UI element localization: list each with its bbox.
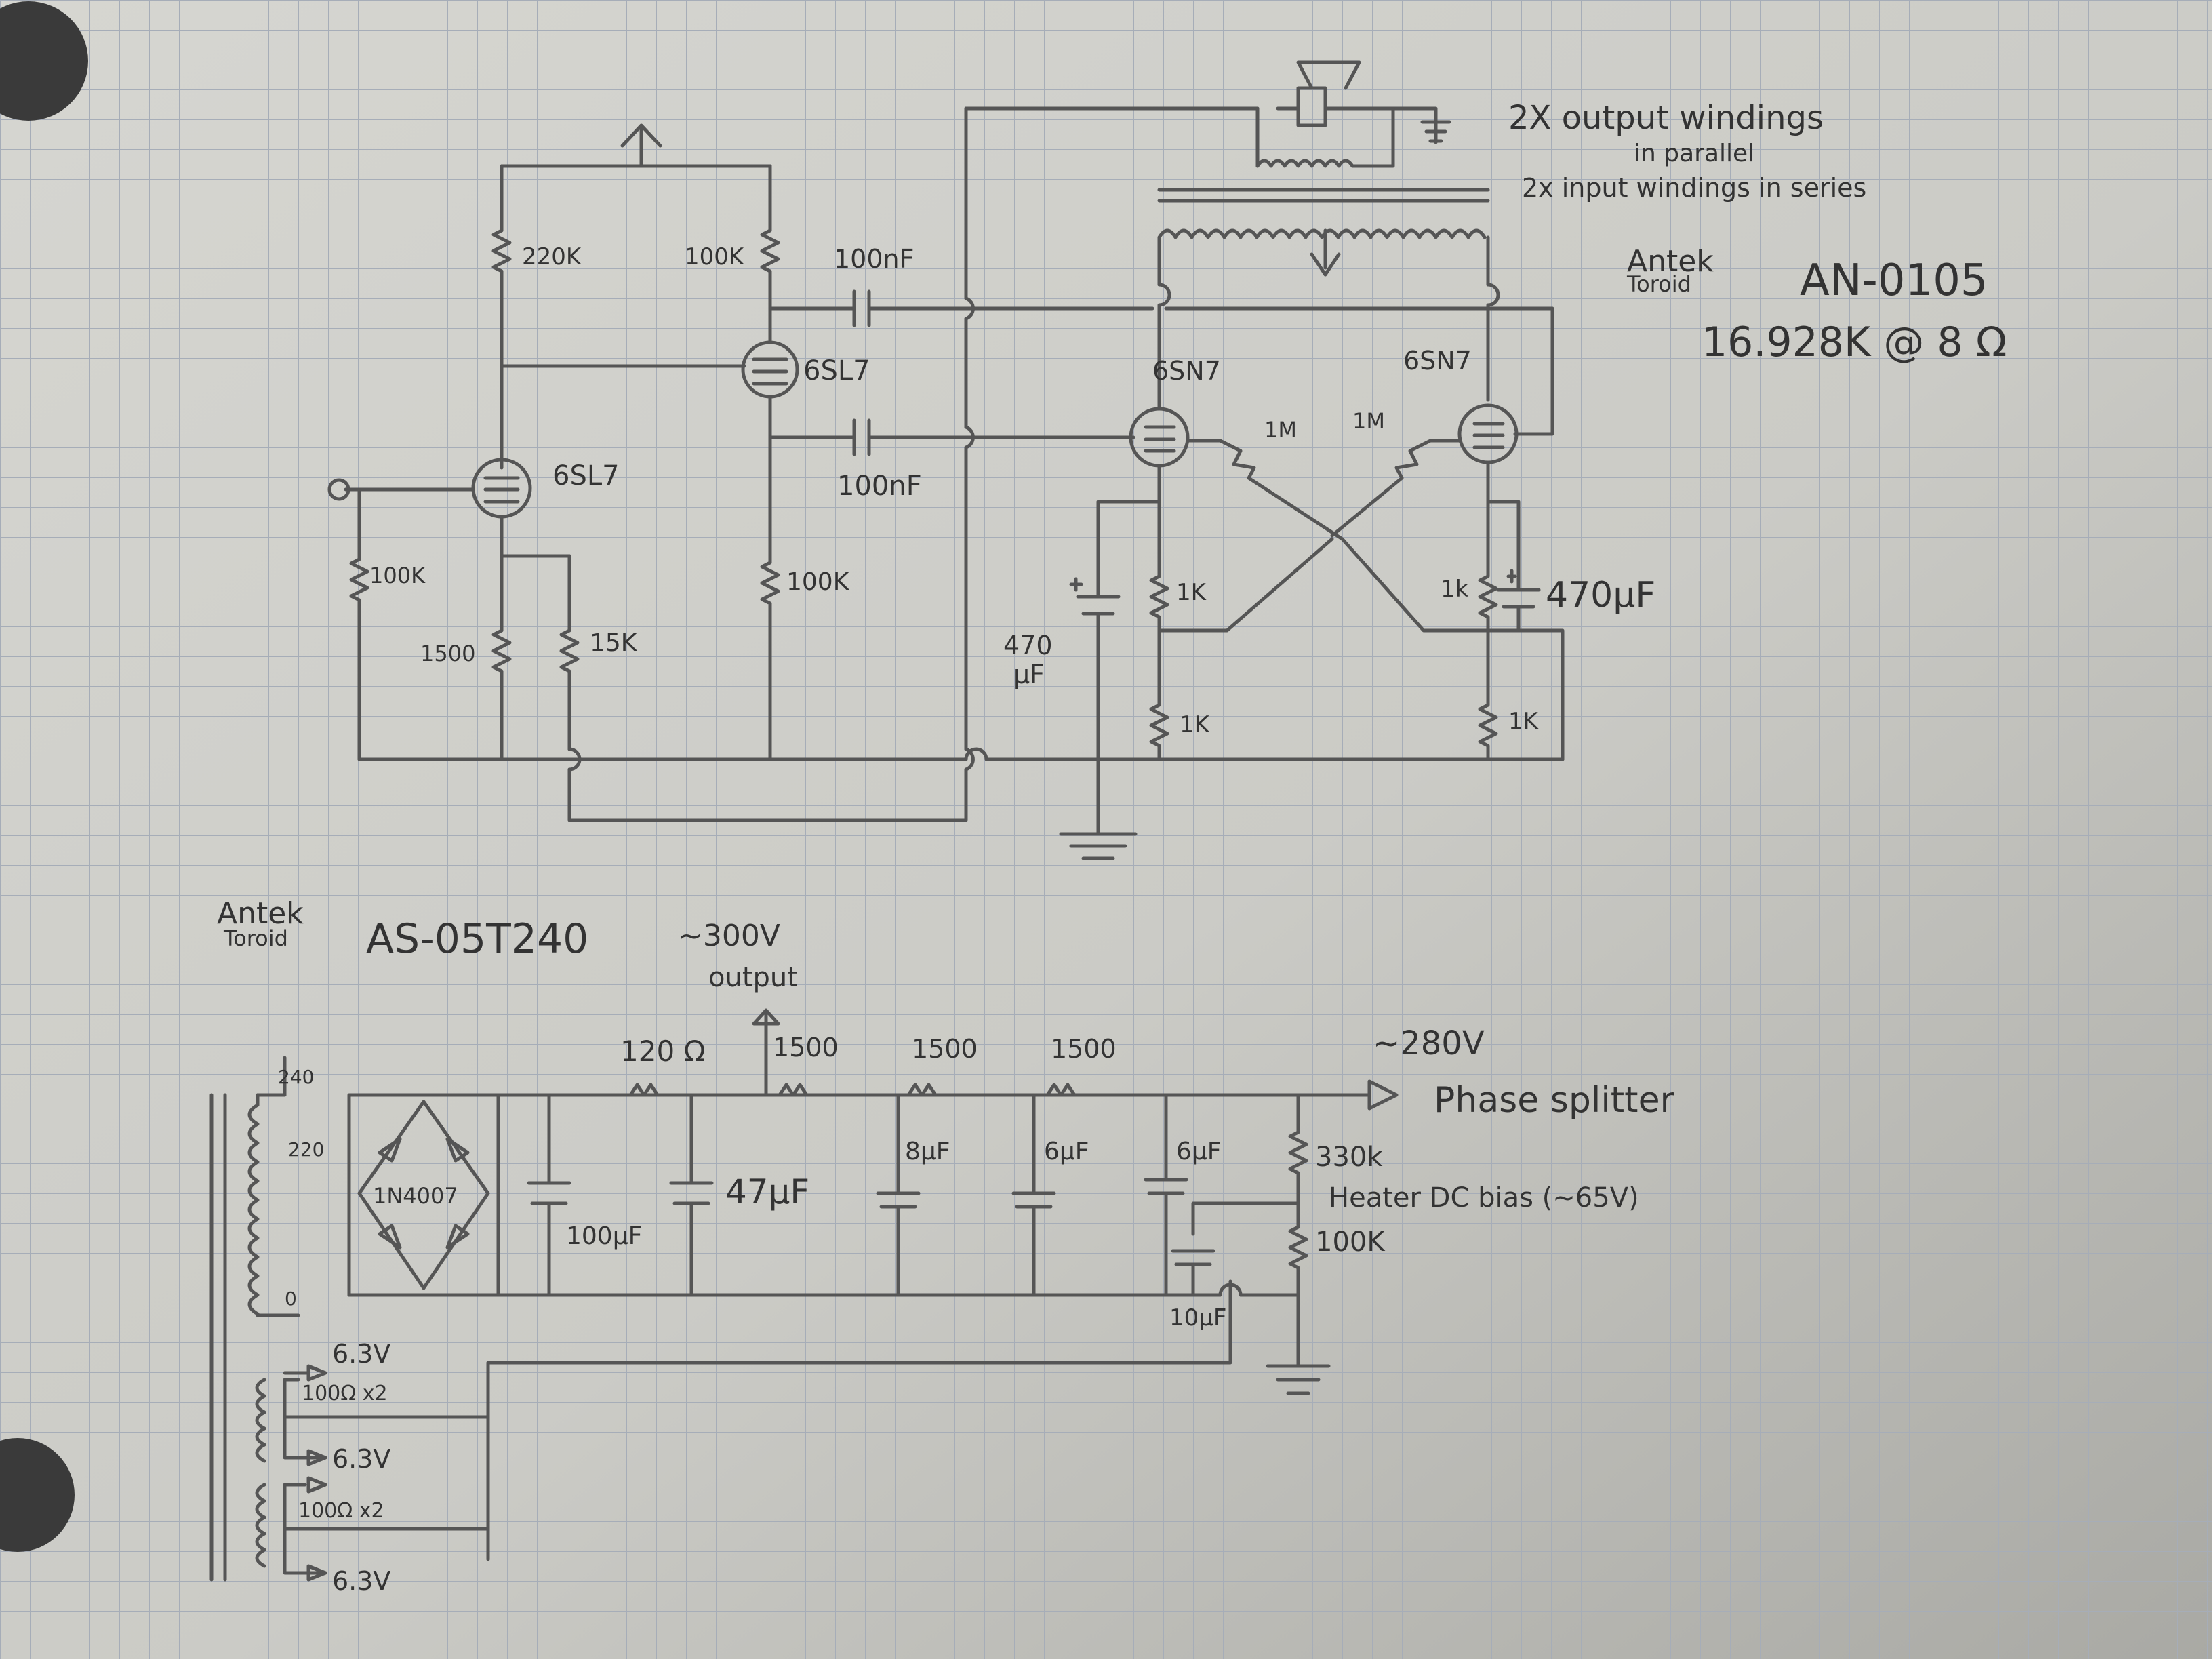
- pt-model: AS-05T240: [366, 915, 588, 963]
- label-c-470uf-a-1: 470: [1003, 631, 1053, 660]
- label-v-300: ~300V: [678, 919, 780, 953]
- diode-bridge-icon: [378, 1137, 470, 1250]
- label-r-15k: 15K: [590, 629, 638, 657]
- label-output-windings-parallel: in parallel: [1634, 140, 1754, 167]
- label-r-1m-a: 1M: [1264, 417, 1297, 443]
- label-c-10uf: 10µF: [1169, 1304, 1226, 1332]
- label-c-6uf-a: 6µF: [1044, 1138, 1089, 1165]
- supply-arrow-icon: [620, 123, 662, 168]
- label-r-1k-a: 1K: [1176, 579, 1207, 606]
- label-r-100k-d: 100K: [1315, 1226, 1386, 1258]
- label-c-100nf-b: 100nF: [837, 471, 922, 502]
- ot-brand-bottom: Toroid: [1626, 271, 1691, 297]
- label-v-63-b: 6.3V: [332, 1444, 390, 1474]
- label-input-windings: 2x input windings in series: [1522, 173, 1866, 203]
- pt-brand-top: Antek: [217, 896, 304, 931]
- label-r-100k-b: 100K: [369, 563, 426, 588]
- label-r-330k: 330k: [1315, 1142, 1383, 1173]
- label-r-1500-a: 1500: [420, 641, 475, 666]
- label-c-8uf: 8µF: [905, 1138, 950, 1165]
- label-tube-6sn7-a: 6SN7: [1152, 356, 1221, 386]
- ot-brand-top: Antek: [1627, 244, 1714, 279]
- label-tap-0: 0: [285, 1287, 297, 1310]
- label-v-300-output: output: [708, 962, 798, 993]
- label-r-1500-c: 1500: [912, 1034, 978, 1064]
- label-output-windings: 2X output windings: [1508, 99, 1824, 137]
- label-r-1k-c: 1K: [1180, 711, 1211, 738]
- label-r-220k: 220K: [522, 243, 582, 271]
- label-r-120: 120 Ω: [620, 1035, 706, 1068]
- pt-brand-bottom: Toroid: [223, 925, 288, 951]
- label-v-63-c: 6.3V: [332, 1566, 390, 1596]
- label-r-1500-b: 1500: [773, 1033, 839, 1062]
- ot-ratio: 16.928K @ 8 Ω: [1702, 319, 2007, 366]
- label-r-100k-c: 100K: [786, 568, 850, 596]
- amplifier-circuit: [327, 60, 1565, 860]
- label-c-470uf-a-2: µF: [1013, 660, 1045, 689]
- label-phase-splitter: Phase splitter: [1434, 1080, 1675, 1121]
- label-c-6uf-b: 6µF: [1176, 1138, 1222, 1165]
- label-c-100nf-a: 100nF: [834, 244, 914, 274]
- label-r-1k-b: 1k: [1441, 576, 1469, 603]
- label-r-100k-a: 100K: [685, 243, 745, 271]
- label-tube-6sl7-a: 6SL7: [552, 460, 620, 492]
- speaker-icon: [1276, 60, 1395, 127]
- ot-model: AN-0105: [1800, 256, 1988, 306]
- heater-arrow-icon: [306, 1364, 327, 1582]
- label-r-100x2-a: 100Ω x2: [302, 1382, 388, 1405]
- label-diode: 1N4007: [373, 1183, 458, 1209]
- input-jack-icon: [327, 478, 350, 501]
- label-r-100x2-b: 100Ω x2: [298, 1499, 384, 1523]
- label-heater-bias: Heater DC bias (~65V): [1329, 1182, 1639, 1214]
- label-v-280: ~280V: [1373, 1024, 1485, 1062]
- label-c-470uf-b: 470µF: [1546, 575, 1655, 616]
- label-c-100uf: 100µF: [566, 1222, 642, 1250]
- label-tap-220: 220: [288, 1138, 324, 1161]
- label-tube-6sl7-b: 6SL7: [803, 355, 870, 386]
- label-tap-240: 240: [278, 1066, 314, 1088]
- label-v-63-a: 6.3V: [332, 1339, 390, 1369]
- label-r-1m-b: 1M: [1352, 408, 1385, 434]
- label-r-1k-d: 1K: [1508, 708, 1540, 735]
- label-r-1500-d: 1500: [1051, 1034, 1117, 1064]
- label-tube-6sn7-b: 6SN7: [1403, 346, 1472, 376]
- label-c-47uf: 47µF: [725, 1172, 809, 1212]
- binder-hole-bottom: [0, 1438, 75, 1552]
- power-supply-circuit: [209, 1008, 1399, 1582]
- binder-hole-top: [0, 1, 88, 121]
